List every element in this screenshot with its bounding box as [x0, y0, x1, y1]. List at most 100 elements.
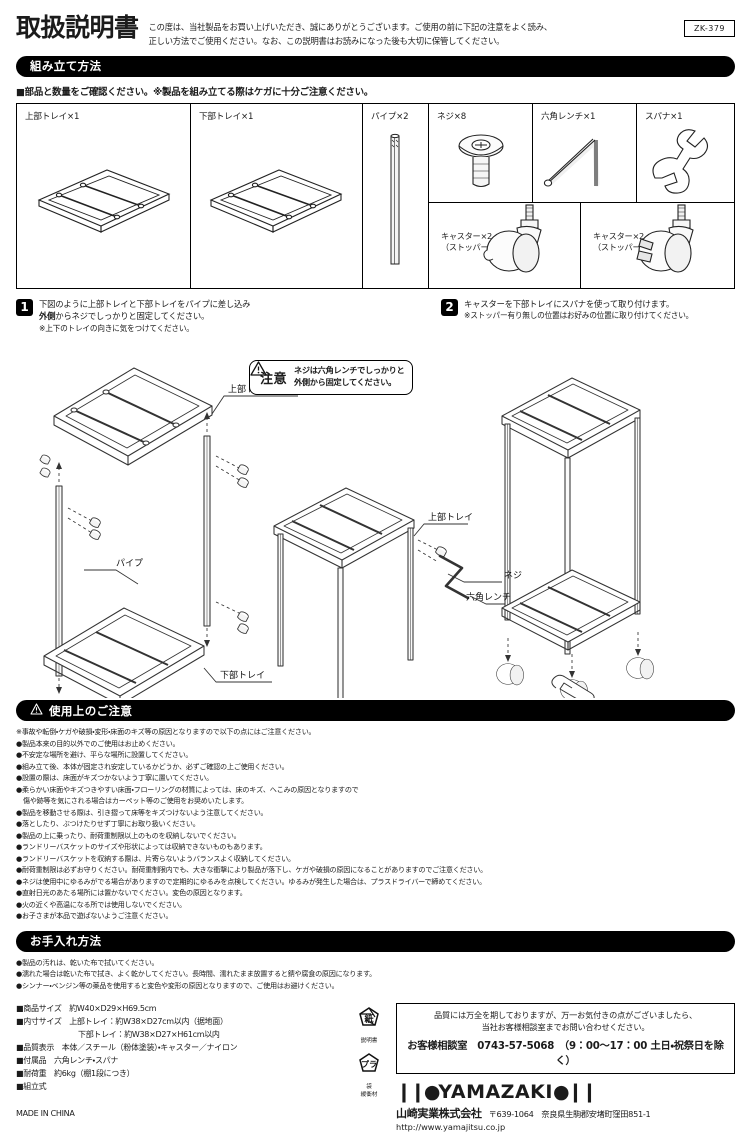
step-2-note: ※ストッパー有り無しの位置はお好みの位置に取り付けてください。 [464, 311, 694, 321]
contact-box: 品質には万全を期しておりますが、万一お気付きの点がございましたら、 当社お客様相… [396, 1002, 735, 1074]
step2-spanner [551, 675, 595, 699]
parts-label-upper-tray: 上部トレイ×1 [25, 111, 80, 122]
notice-item: ●製品本来の目的以外でのご使用はお止めください。 [16, 738, 180, 748]
care-list: ●製品の汚れは、乾いた布で拭いてください。 ●濡れた場合は乾いた布で拭き、よく乾… [16, 957, 735, 991]
intro-line-2: 正しい方法でご使用ください。なお、この説明書はお読みになった後も大切に保管してく… [148, 36, 505, 47]
notice-item-continued: 傷や跡等を気にされる場合はカーペット等のご使用をお奨めいたします。 [23, 796, 248, 806]
notice-item: ※事故や転倒・ケガや破損・変形・床面のキズ等の原因となりますので以下の点にはご注… [16, 727, 316, 737]
parts-cell-lower-tray: 下部トレイ×1 [191, 103, 363, 288]
parts-row-tools: ネジ×8 六角レンチ×1 [429, 103, 734, 203]
contact-lead-2: 当社お客様相談室までお問い合わせください。 [481, 1022, 650, 1033]
model-number-badge: ZK-379 [683, 20, 735, 37]
hex-wrench-icon [543, 138, 600, 187]
step-1-line-2: 外側からネジでしっかりと固定してください。 [39, 311, 210, 322]
label-upper-tray-right: 上部トレイ [428, 512, 473, 523]
notice-item: ●落としたり、ぶつけたりせず丁寧にお取り扱いください。 [16, 819, 200, 829]
parts-label-caster-no-stopper: キャスター×2 （ストッパー無し） [441, 230, 512, 252]
paper-recycle-icon: 紙 [359, 1007, 379, 1026]
notice-item: ●ランドリーバスケットのサイズや形状によっては収納できないものもあります。 [16, 842, 267, 852]
warning-triangle-icon [250, 361, 267, 376]
care-item: ●製品の汚れは、乾いた布で拭いてください。 [16, 957, 159, 967]
company-line: 山崎実業株式会社〒639-1064 奈良県生駒郡安堵町窪田851-1 [396, 1105, 735, 1121]
left-lower-tray-shape [43, 607, 205, 699]
step-2-line-1: キャスターを下部トレイにスパナを使って取り付けます。 [464, 298, 674, 309]
assembly-steps: 1 下図のように上部トレイと下部トレイをパイプに差し込み 外側からネジでしっかり… [16, 298, 735, 335]
plastic-recycle-caption-1: 袋 [366, 1083, 372, 1090]
left-upper-tray-shape [53, 367, 213, 466]
notice-item: ●直射日光のあたる場所には置かないでください。変色の原因となります。 [16, 888, 247, 898]
assembly-exploded-diagram: 上部トレイ 上部トレイ パイプ 下部トレイ ネジ 六角レンチ スパナ キャスター [39, 367, 654, 699]
notice-item: ●製品を移動させる際は、引き摺って床等をキズつけないよう注意してください。 [16, 807, 268, 817]
parts-table: 上部トレイ×1 下部トレイ×1 [16, 102, 735, 289]
notice-item: ●不安定な場所を避け、平らな場所に設置してください。 [16, 750, 193, 760]
intro-line-1: この度は、当社製品をお買い上げいただき、誠にありがとうございます。ご使用の前に下… [148, 22, 553, 32]
parts-label-caster-with-stopper: キャスター×2 （ストッパー付き） [593, 230, 664, 252]
spec-item: ■商品サイズ 約W40×D29×H69.5cm [16, 1003, 157, 1013]
svg-text:プラ: プラ [361, 1059, 377, 1069]
notice-item: ●組み立て後、本体が固定され安定しているかどうか、必ずご確認の上ご使用ください。 [16, 761, 289, 771]
company-name: 山崎実業株式会社 [396, 1106, 482, 1120]
caution-line-1: ネジは六角レンチでしっかりと [294, 365, 405, 376]
care-section-title: お手入れ方法 [30, 934, 102, 949]
care-item: ●シンナー・ベンジン等の薬品を使用すると変色や変形の原因となりますので、ご使用は… [16, 980, 339, 990]
parts-cell-caster-with-stopper: キャスター×2 （ストッパー付き） [581, 203, 734, 288]
pipe-icon [390, 133, 400, 265]
product-specs: ■商品サイズ 約W40×D29×H69.5cm ■内寸サイズ 上部トレイ：約W3… [16, 1003, 346, 1132]
spec-item: ■耐荷重 約6kg（棚1段につき） [16, 1068, 135, 1078]
intro-text: この度は、当社製品をお買い上げいただき、誠にありがとうございます。ご使用の前に下… [149, 14, 684, 49]
parts-label-lower-tray: 下部トレイ×1 [199, 111, 254, 122]
parts-cell-spanner: スパナ×1 [637, 104, 734, 202]
parts-label-spanner: スパナ×1 [645, 111, 683, 122]
notice-item: ●設置の際は、床面がキズつかないよう丁寧に置いてください。 [16, 773, 213, 783]
brand-name: YAMAZAKI [438, 1080, 553, 1103]
page-title: 取扱説明書 [16, 13, 139, 42]
parts-cell-upper-tray: 上部トレイ×1 [17, 103, 191, 288]
assembly-section-bar: 組み立て方法 [16, 55, 735, 77]
company-address: 〒639-1064 奈良県生駒郡安堵町窪田851-1 [488, 1108, 651, 1119]
notice-item: ●火の近くや高温になる所では使用しないでください。 [16, 899, 186, 909]
label-hex-wrench: 六角レンチ [466, 591, 511, 603]
notice-item: ●柔らかい床面やキズつきやすい床面・フローリングの材質によっては、床のキズ、へこ… [16, 784, 359, 794]
usage-warning-triangle-icon [30, 703, 43, 718]
spec-item: ■内寸サイズ 上部トレイ：約W38×D27cm以内（据地面） [16, 1016, 228, 1026]
document-header: 取扱説明書 この度は、当社製品をお買い上げいただき、誠にありがとうございます。ご… [16, 0, 735, 49]
recycle-marks: 紙 説明書 プラ 袋 緩衝材 [346, 1003, 392, 1132]
step2-caster-arrows [505, 649, 641, 679]
care-item: ●濡れた場合は乾いた布で拭き、よく乾かしてください。長時間、濡れたまま放置すると… [16, 969, 376, 979]
notice-item: ●耐荷重制限は必ずお守りください。耐荷重制限内でも、大きな衝撃により製品が落下し… [16, 865, 487, 875]
upper-tray-icon [37, 168, 171, 233]
caution-callout: 注意 ネジは六角レンチでしっかりと 外側から固定してください。 [249, 360, 414, 396]
brand-dots-left: ❙❙● [396, 1080, 440, 1103]
usage-notice-bar: 使用上のご注意 [16, 700, 735, 722]
lower-tray-icon [209, 168, 343, 233]
parts-label-pipe: パイプ×2 [371, 111, 409, 122]
paper-recycle-caption: 説明書 [360, 1037, 378, 1044]
left-pipes [55, 435, 211, 677]
step1-detail-screws [435, 546, 447, 558]
parts-cell-hex-wrench: 六角レンチ×1 [533, 103, 637, 202]
parts-row-casters: キャスター×2 （ストッパー無し） [429, 202, 734, 288]
manual-page: 取扱説明書 この度は、当社製品をお買い上げいただき、誠にありがとうございます。ご… [16, 0, 735, 1132]
notice-item: ●製品の上に乗ったり、耐荷重制限以上のものを収納しないでください。 [16, 830, 241, 840]
plastic-recycle-mark: プラ 袋 緩衝材 [346, 1051, 392, 1099]
step1-detail-cart [273, 487, 415, 699]
caster-with-stopper-icon [636, 203, 694, 273]
step-1-line-1: 下図のように上部トレイと下部トレイをパイプに差し込み [39, 298, 251, 309]
customer-support-phone: お客様相談室 0743-57-5068 （9：00〜17：00 土日・祝祭日を除… [407, 1040, 724, 1067]
label-pipe: パイプ [116, 558, 143, 569]
assembly-section-title: 組み立て方法 [30, 59, 102, 74]
notice-item: ●お子さまが本品で遊ばないようご注意ください。 [16, 911, 173, 921]
step-1-note: ※上下のトレイの向きに気をつけてください。 [39, 323, 194, 333]
caution-line-2: 外側から固定してください。 [294, 377, 397, 388]
step1-detail-guides [417, 539, 439, 563]
plastic-recycle-icon: プラ [359, 1053, 379, 1072]
usage-notice-title: 使用上のご注意 [49, 703, 133, 718]
svg-text:紙: 紙 [364, 1013, 373, 1025]
notice-item: ●ランドリーバスケットを収納する際は、片寄らないようバランスよく収納してください… [16, 853, 295, 863]
label-lower-tray: 下部トレイ [220, 670, 265, 681]
spec-item: ■組立式 [16, 1081, 47, 1091]
company-url[interactable]: http://www.yamajitsu.co.jp [396, 1121, 506, 1132]
contact-block: 品質には万全を期しておりますが、万一お気付きの点がございましたら、 当社お客様相… [392, 1002, 735, 1132]
paper-recycle-mark: 紙 説明書 [346, 1005, 392, 1045]
step-1-text: 下図のように上部トレイと下部トレイをパイプに差し込み 外側からネジでしっかりと固… [39, 298, 251, 335]
